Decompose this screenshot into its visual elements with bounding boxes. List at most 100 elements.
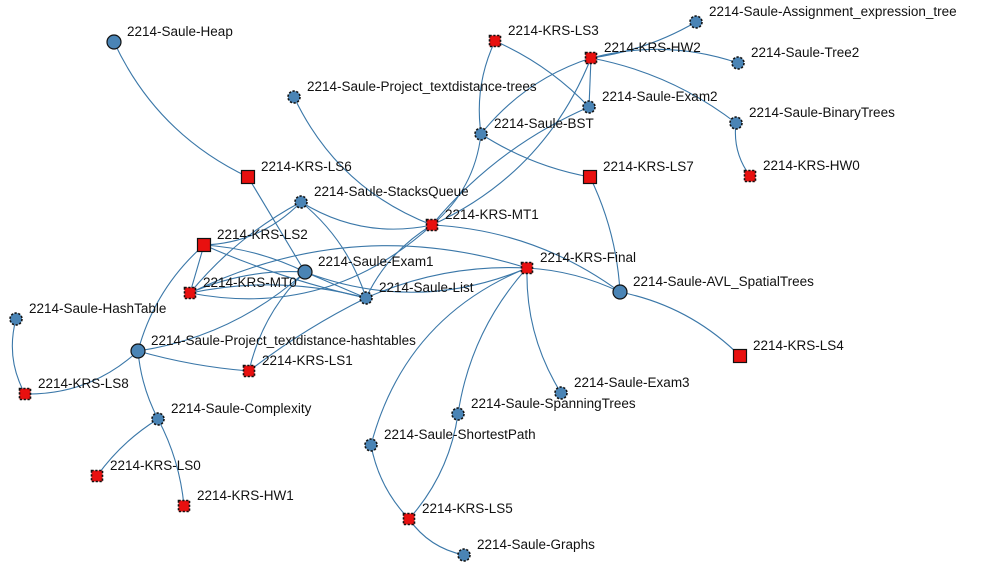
graph-node-ls2[interactable]: 2214-KRS-LS2	[196, 227, 308, 253]
graph-node-hw1[interactable]: 2214-KRS-HW1	[177, 488, 294, 513]
graph-node-ls6[interactable]: 2214-KRS-LS6	[240, 159, 352, 185]
graph-node-ptt[interactable]: 2214-Saule-Project_textdistance-trees	[287, 79, 537, 104]
node-square-marker[interactable]	[520, 261, 534, 275]
node-label: 2214-KRS-LS0	[110, 458, 201, 473]
node-circle-marker[interactable]	[151, 412, 165, 426]
graph-node-hashtable[interactable]: 2214-Saule-HashTable	[9, 301, 166, 326]
node-circle-marker[interactable]	[582, 100, 596, 114]
node-square-marker[interactable]	[90, 469, 104, 483]
node-label: 2214-KRS-LS5	[422, 501, 513, 516]
edge-hw2-bst	[480, 57, 592, 135]
node-circle-marker[interactable]	[294, 195, 308, 209]
node-circle-marker[interactable]	[287, 90, 301, 104]
graph-node-heap[interactable]: 2214-Saule-Heap	[106, 24, 233, 50]
graph-node-shortest[interactable]: 2214-Saule-ShortestPath	[364, 427, 536, 452]
node-square-marker[interactable]	[582, 169, 598, 185]
node-circle-marker[interactable]	[474, 127, 488, 141]
graph-node-assign[interactable]: 2214-Saule-Assignment_expression_tree	[689, 4, 957, 29]
graph-node-graphs[interactable]: 2214-Saule-Graphs	[457, 537, 595, 562]
graph-edges	[11, 21, 751, 556]
graph-node-exam1[interactable]: 2214-Saule-Exam1	[297, 254, 434, 280]
edge-shortest-ls5	[370, 444, 410, 520]
edge-ls5-graphs	[408, 518, 465, 556]
edge-exam2-mt1	[431, 106, 590, 226]
node-square-marker[interactable]	[240, 169, 256, 185]
node-label: 2214-Saule-BST	[494, 116, 594, 131]
node-circle-marker[interactable]	[729, 116, 743, 130]
edge-pth-ls1	[137, 350, 250, 372]
edge-list-ls1	[248, 297, 367, 372]
graph-node-ls5[interactable]: 2214-KRS-LS5	[402, 501, 513, 526]
node-circle-marker[interactable]	[457, 548, 471, 562]
edge-exam1-ls1	[248, 271, 306, 372]
graph-node-list[interactable]: 2214-Saule-List	[359, 280, 474, 305]
graph-node-ls4[interactable]: 2214-KRS-LS4	[732, 338, 845, 364]
graph-node-avl[interactable]: 2214-Saule-AVL_SpatialTrees	[612, 274, 814, 300]
graph-node-complexity[interactable]: 2214-Saule-Complexity	[151, 401, 312, 426]
edge-final-shortest	[370, 267, 528, 446]
edge-exam1-mt0	[189, 271, 306, 294]
graph-node-hw0[interactable]: 2214-KRS-HW0	[743, 158, 860, 183]
node-square-marker[interactable]	[584, 51, 598, 65]
edge-ls7-avl	[589, 176, 621, 293]
node-label: 2214-Saule-HashTable	[29, 301, 166, 316]
node-circle-marker[interactable]	[9, 312, 23, 326]
node-circle-marker[interactable]	[364, 438, 378, 452]
graph-node-final[interactable]: 2214-KRS-Final	[520, 250, 637, 275]
node-circle-marker[interactable]	[297, 264, 313, 280]
node-circle-marker[interactable]	[106, 34, 122, 50]
graph-node-spanning[interactable]: 2214-Saule-SpanningTrees	[451, 396, 636, 421]
edge-ls2-exam1	[203, 244, 306, 273]
edge-pth-complexity	[137, 350, 159, 420]
node-square-marker[interactable]	[242, 364, 256, 378]
node-square-marker[interactable]	[732, 348, 748, 364]
node-circle-marker[interactable]	[689, 15, 703, 29]
edge-mt0-list	[189, 284, 367, 299]
graph-node-stacks[interactable]: 2214-Saule-StacksQueue	[294, 184, 469, 209]
graph-node-ls0[interactable]: 2214-KRS-LS0	[90, 458, 201, 483]
node-square-marker[interactable]	[196, 237, 212, 253]
graph-node-bintrees[interactable]: 2214-Saule-BinaryTrees	[729, 105, 895, 130]
graph-node-hw2[interactable]: 2214-KRS-HW2	[584, 40, 701, 65]
node-label: 2214-KRS-LS7	[603, 159, 694, 174]
edge-final-spanning	[457, 267, 528, 415]
node-square-marker[interactable]	[18, 387, 32, 401]
node-circle-marker[interactable]	[359, 291, 373, 305]
node-label: 2214-KRS-LS8	[38, 376, 129, 391]
node-square-marker[interactable]	[183, 286, 197, 300]
graph-node-ls7[interactable]: 2214-KRS-LS7	[582, 159, 694, 185]
node-label: 2214-KRS-HW0	[763, 158, 860, 173]
edge-spanning-ls5	[408, 413, 459, 520]
node-label: 2214-KRS-LS4	[753, 338, 844, 353]
graph-node-mt0[interactable]: 2214-KRS-MT0	[183, 275, 297, 300]
node-square-marker[interactable]	[743, 169, 757, 183]
graph-node-mt1[interactable]: 2214-KRS-MT1	[425, 207, 539, 232]
edge-mt1-avl	[431, 224, 621, 293]
graph-node-ls8[interactable]: 2214-KRS-LS8	[18, 376, 129, 401]
node-circle-marker[interactable]	[612, 284, 628, 300]
graph-node-ls1[interactable]: 2214-KRS-LS1	[242, 353, 353, 378]
node-label: 2214-Saule-ShortestPath	[384, 427, 536, 442]
node-square-marker[interactable]	[488, 34, 502, 48]
graph-node-tree2[interactable]: 2214-Saule-Tree2	[731, 45, 859, 70]
graph-node-bst[interactable]: 2214-Saule-BST	[474, 116, 594, 141]
graph-node-pth[interactable]: 2214-Saule-Project_textdistance-hashtabl…	[130, 333, 416, 359]
graph-node-ls3[interactable]: 2214-KRS-LS3	[488, 23, 599, 48]
node-circle-marker[interactable]	[554, 386, 568, 400]
edge-final-mt0	[189, 245, 528, 294]
graph-node-exam3[interactable]: 2214-Saule-Exam3	[554, 375, 690, 400]
node-circle-marker[interactable]	[731, 56, 745, 70]
graph-node-exam2[interactable]: 2214-Saule-Exam2	[582, 89, 718, 114]
node-circle-marker[interactable]	[451, 407, 465, 421]
node-label: 2214-Saule-List	[379, 280, 474, 295]
node-square-marker[interactable]	[425, 218, 439, 232]
node-label: 2214-KRS-LS3	[508, 23, 599, 38]
edge-pth-ls8	[24, 350, 139, 395]
node-label: 2214-KRS-MT0	[203, 275, 297, 290]
node-square-marker[interactable]	[402, 512, 416, 526]
node-circle-marker[interactable]	[130, 343, 146, 359]
edge-hashtable-ls8	[11, 318, 26, 395]
edge-bintrees-hw0	[734, 122, 751, 177]
node-square-marker[interactable]	[177, 499, 191, 513]
